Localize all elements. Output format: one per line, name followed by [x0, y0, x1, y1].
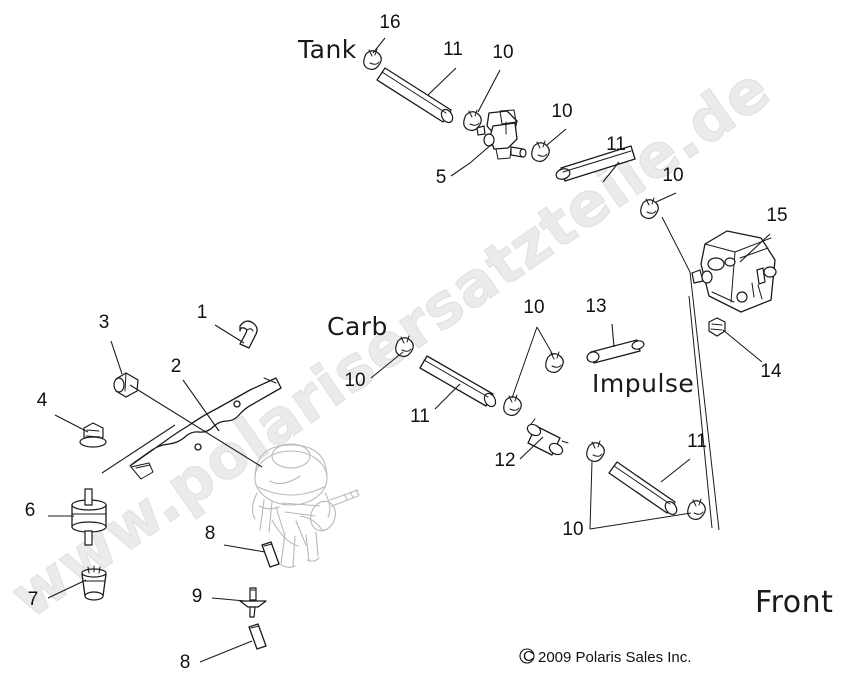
part-clamp-10e-lower — [503, 394, 522, 417]
callout-number-6: 6 — [25, 500, 36, 521]
callout-number-10: 10 — [344, 370, 365, 391]
part-pin-8b — [248, 623, 267, 650]
part-impulse-hose-13 — [586, 339, 645, 364]
carburetor-ghost — [251, 443, 360, 568]
callout-number-1: 1 — [197, 302, 208, 323]
part-hose-11-center — [419, 355, 497, 408]
part-fuel-valve-5 — [476, 109, 527, 160]
part-clamp-10e-upper — [545, 351, 564, 374]
part-screw-9 — [239, 587, 267, 618]
label-impulse: Impulse — [592, 369, 694, 398]
part-check-valve-12 — [526, 418, 569, 456]
callout-number-11: 11 — [606, 134, 626, 155]
part-clamp-10c — [640, 197, 659, 220]
part-fitting-3 — [113, 372, 139, 398]
callout-number-12: 12 — [494, 450, 515, 471]
callout-number-7: 7 — [28, 589, 39, 610]
label-carb: Carb — [327, 312, 388, 341]
part-clamp-10b — [531, 140, 550, 163]
part-clamp-10d — [395, 335, 414, 358]
part-hose-11-right — [555, 145, 636, 182]
part-hose-11-top — [376, 67, 454, 124]
part-fuel-pump-15 — [691, 230, 777, 313]
callout-number-8: 8 — [180, 652, 191, 673]
part-flange-nut-4 — [79, 422, 107, 448]
part-fuel-filter-6 — [71, 488, 107, 546]
callout-number-10: 10 — [551, 101, 572, 122]
part-elbow-hose-1 — [239, 320, 258, 349]
callout-number-14: 14 — [760, 361, 782, 382]
callout-number-8: 8 — [205, 523, 216, 544]
callout-number-16: 16 — [379, 12, 400, 33]
part-hose-11-bottom — [608, 461, 678, 516]
callout-number-9: 9 — [192, 586, 203, 607]
callout-number-2: 2 — [171, 356, 182, 377]
part-clamp-10g — [687, 498, 706, 521]
copyright-text: 2009 Polaris Sales Inc. — [538, 649, 691, 666]
callout-number-10: 10 — [662, 165, 683, 186]
callout-number-15: 15 — [766, 205, 787, 226]
callout-number-11: 11 — [443, 39, 463, 60]
callout-number-13: 13 — [585, 296, 606, 317]
callout-number-11: 11 — [410, 406, 430, 427]
callout-number-3: 3 — [99, 312, 110, 333]
callout-number-10: 10 — [562, 519, 583, 540]
part-grommet-7 — [81, 565, 107, 601]
part-clamp-10a — [463, 109, 482, 132]
callout-number-10: 10 — [523, 297, 544, 318]
label-front: Front — [755, 585, 833, 620]
part-clamp-10f — [586, 440, 605, 463]
watermark-text: www.polarisersatzteile.de — [0, 54, 783, 633]
part-nut-14 — [708, 317, 726, 337]
label-tank: Tank — [297, 35, 357, 64]
watermark: www.polarisersatzteile.de — [0, 53, 784, 633]
callout-number-11: 11 — [687, 431, 707, 452]
copyright-symbol: C — [523, 648, 534, 665]
part-pin-8a — [261, 541, 280, 568]
callout-number-5: 5 — [436, 167, 447, 188]
part-bracket-2 — [129, 377, 282, 480]
part-clamp-16 — [363, 48, 382, 71]
copyright-notice: C 2009 Polaris Sales Inc. — [519, 648, 691, 666]
callout-number-10: 10 — [492, 42, 513, 63]
callout-number-4: 4 — [37, 390, 48, 411]
